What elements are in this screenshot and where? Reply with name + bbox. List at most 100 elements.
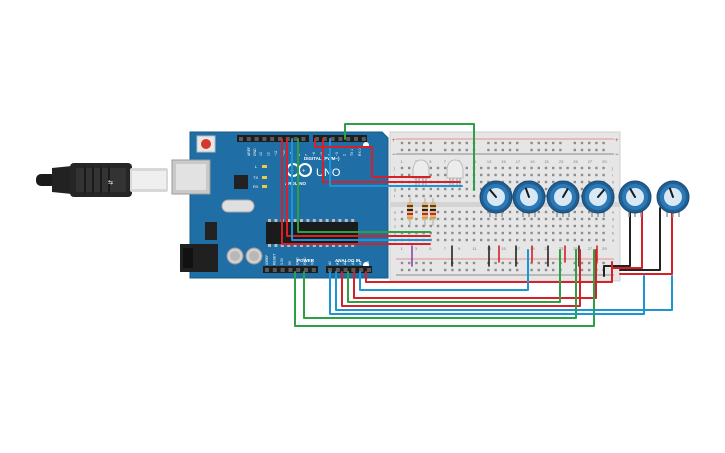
usb-cable[interactable]: ⇆ — [36, 163, 168, 197]
bb-column-label: 7 — [444, 159, 447, 164]
bb-column-label: 13 — [487, 159, 492, 164]
pin-label: ~10 — [282, 150, 286, 156]
bb-column-label: 3 — [415, 246, 418, 251]
pin-label: GND — [303, 257, 307, 265]
crystal — [221, 199, 255, 213]
bb-row-label: f — [394, 194, 396, 199]
svg-text:−: − — [615, 152, 619, 158]
potentiometer-1[interactable] — [479, 180, 513, 217]
wire-red-d2[interactable] — [314, 138, 431, 178]
bb-row-label: h — [612, 180, 614, 185]
wire-red-a2[interactable] — [353, 249, 597, 299]
pin-label: 12 — [267, 152, 271, 156]
pin-label: ~11 — [274, 150, 278, 156]
wire-red-a0[interactable] — [365, 261, 613, 283]
wire-green-top[interactable] — [344, 123, 475, 191]
svg-text:−: − — [392, 152, 396, 158]
wire-green-left[interactable] — [297, 138, 431, 233]
led-l-label: L — [255, 164, 258, 169]
bb-row-label: j — [611, 166, 613, 171]
wire-black-pot-6[interactable] — [619, 207, 661, 271]
bb-row-label: e — [612, 210, 615, 215]
bb-column-label: 23 — [559, 246, 564, 251]
bb-column-label: 15 — [501, 159, 506, 164]
bb-column-label: 23 — [559, 159, 564, 164]
rgb-led-1[interactable] — [412, 159, 430, 185]
resistor-1[interactable] — [407, 198, 413, 226]
wire-black-pot-5[interactable] — [603, 207, 631, 277]
wire-red-pot-5[interactable] — [611, 207, 643, 269]
wire-red-left[interactable] — [281, 138, 431, 245]
bb-column-label: 25 — [573, 246, 578, 251]
pin-label: A0 — [328, 261, 332, 265]
wire-red-pot-6[interactable] — [619, 207, 673, 275]
bb-row-label: g — [612, 187, 614, 192]
svg-text:+: + — [615, 138, 619, 144]
bb-column-label: 25 — [573, 159, 578, 164]
bb-row-label: i — [612, 173, 613, 178]
svg-text:+: + — [302, 169, 306, 175]
header-analog — [326, 266, 372, 273]
pin-label: ~3 — [335, 152, 339, 156]
bb-row-label: d — [612, 217, 614, 222]
bb-column-label: 17 — [516, 159, 521, 164]
wire-blue-left[interactable] — [291, 138, 431, 241]
pin-label: A4 — [358, 261, 362, 265]
bb-column-label: 19 — [530, 159, 535, 164]
svg-text:+: + — [392, 138, 396, 144]
pin-label: 3.3V — [280, 257, 284, 265]
wire-blue-a1[interactable] — [359, 249, 529, 291]
digital-header-label: DIGITAL (PWM~) — [304, 156, 340, 161]
potentiometer-5[interactable] — [618, 180, 652, 217]
bb-row-label: c — [394, 224, 396, 229]
usb-symbol-icon: ⇆ — [108, 179, 113, 186]
pin-label: IOREF — [265, 255, 269, 265]
wire-green-a3[interactable] — [347, 249, 561, 303]
bb-row-label: a — [612, 238, 615, 243]
bb-column-label: 15 — [501, 246, 506, 251]
bb-row-label: d — [394, 217, 396, 222]
bb-column-label: 7 — [444, 246, 447, 251]
wire-blue-d[interactable] — [329, 138, 463, 187]
pin-label: A2 — [343, 261, 347, 265]
bb-row-label: g — [394, 187, 396, 192]
resistor-3[interactable] — [430, 198, 436, 226]
bb-column-label: 21 — [545, 246, 550, 251]
bb-column-label: 9 — [458, 246, 461, 251]
aref-label: AREF — [247, 147, 251, 156]
bb-row-label: e — [394, 210, 397, 215]
wire-red-left2[interactable] — [286, 138, 431, 237]
pin-label: ~5 — [320, 152, 324, 156]
wire-red-a4[interactable] — [341, 249, 581, 307]
power-header-label: POWER — [297, 258, 315, 263]
potentiometer-2[interactable] — [512, 180, 546, 217]
bb-column-label: 27 — [588, 246, 593, 251]
pin-label: Vin — [311, 260, 315, 265]
wire-green-5v[interactable] — [294, 249, 595, 327]
bb-row-label: c — [612, 224, 614, 229]
resistor-2[interactable] — [422, 198, 428, 226]
bb-column-label: 5 — [429, 246, 432, 251]
pin-label: A3 — [351, 261, 355, 265]
wire-red-d[interactable] — [322, 138, 461, 183]
pin-label: 2 — [343, 154, 347, 156]
pin-label: 5V — [288, 260, 292, 265]
led-tx-label: TX — [253, 175, 258, 180]
wire-blue-a5[interactable] — [335, 271, 673, 311]
potentiometer-3[interactable] — [546, 180, 580, 217]
pin-label: GND — [295, 257, 299, 265]
potentiometer-4[interactable] — [581, 180, 615, 217]
bb-column-label: 11 — [473, 246, 478, 251]
pin-label: 13 — [259, 152, 263, 156]
pin-label: A5 — [366, 261, 370, 265]
led-rx-label: RX — [253, 184, 259, 189]
board-model: UNO — [316, 167, 341, 179]
bb-column-label: 17 — [516, 246, 521, 251]
bb-column-label: 27 — [588, 159, 593, 164]
wire-blue-gnd[interactable] — [329, 271, 645, 315]
pin-label: RX 0 — [358, 148, 362, 156]
potentiometer-6[interactable] — [656, 180, 690, 217]
wire-green-gnd[interactable] — [303, 249, 577, 319]
